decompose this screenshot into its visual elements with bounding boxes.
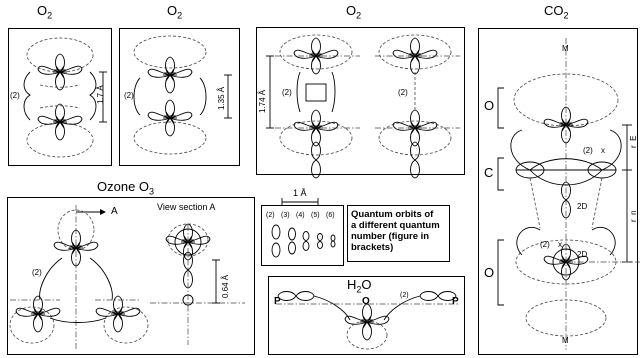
o2-c-left-molecule xyxy=(266,34,360,179)
o2-a-order-label: (2) xyxy=(10,91,20,100)
o2-a-molecule xyxy=(23,37,107,158)
o2-b-molecule xyxy=(133,35,232,155)
panel-h2o xyxy=(268,276,465,355)
o2-c-distance-label: 1.74 Å xyxy=(258,89,267,113)
o2-b-distance-label: 1.35 Å xyxy=(217,86,226,110)
ozone-view-label: View section A xyxy=(157,202,216,212)
co2-2d-lower: 2D xyxy=(577,250,588,259)
panel-quantum-numbers xyxy=(261,205,344,266)
co2-rn-label: r_n xyxy=(629,210,638,222)
h2o-order-label: (2) xyxy=(400,292,409,299)
legend-line-4: brackets) xyxy=(351,242,394,253)
legend-n3: (3) xyxy=(281,212,290,219)
panel-o2-b xyxy=(119,28,240,166)
legend-n5: (5) xyxy=(311,212,320,219)
title-o2-c: O2 xyxy=(346,3,362,21)
co2-order-bottom: (2) xyxy=(540,240,550,249)
panel-ozone xyxy=(7,197,255,355)
co2-x-bottom: x xyxy=(558,240,562,249)
title-o2-b: O2 xyxy=(167,3,183,21)
o2-a-distance-label: 1.7 Å xyxy=(96,85,105,104)
co2-m-top: M xyxy=(562,44,569,53)
co2-x-top: x xyxy=(601,146,605,155)
h2o-p-left: P xyxy=(274,296,281,307)
legend-n6: (6) xyxy=(326,212,335,219)
panel-o2-c xyxy=(256,27,465,175)
co2-top-o-label: O xyxy=(484,98,495,113)
legend-n4: (4) xyxy=(296,212,305,219)
co2-c-label: C xyxy=(484,165,494,180)
o2-c-right-molecule xyxy=(375,34,460,179)
h2o-o-label: O xyxy=(362,296,370,307)
co2-2d-upper: 2D xyxy=(577,202,588,211)
scale-label: 1 Å xyxy=(293,188,307,198)
co2-re-label: r_E xyxy=(629,135,638,148)
legend-line-2: a different quantum xyxy=(351,220,440,231)
title-ozone: Ozone O3 xyxy=(97,179,155,197)
o2-c-order-right: (2) xyxy=(398,88,408,97)
legend-text-box: Quantum orbits of a different quantum nu… xyxy=(347,205,450,262)
title-co2: CO2 xyxy=(544,3,569,21)
legend-n2: (2) xyxy=(266,212,275,219)
panel-o2-a xyxy=(8,28,112,166)
ozone-section-view xyxy=(150,224,245,345)
title-o2-a: O2 xyxy=(37,3,53,21)
o2-c-order-left: (2) xyxy=(282,88,292,97)
co2-bottom-o-label: O xyxy=(484,265,495,280)
legend-line-3: number (figure in xyxy=(351,231,430,242)
ozone-arrow-label: A xyxy=(111,206,118,217)
h2o-p-right: P xyxy=(452,296,459,307)
ozone-molecule xyxy=(9,205,149,350)
co2-molecule xyxy=(497,38,640,350)
ozone-distance-label: 0.64 Å xyxy=(221,274,230,298)
quantum-number-legend-shapes xyxy=(271,198,336,258)
h2o-molecule xyxy=(276,291,460,350)
o2-b-order-label: (2) xyxy=(124,91,134,100)
ozone-order-label: (2) xyxy=(32,268,42,277)
panel-co2 xyxy=(478,28,638,355)
co2-m-bottom: M xyxy=(562,336,569,345)
h2o-title: H2O xyxy=(347,277,372,295)
legend-line-1: Quantum orbits of xyxy=(351,209,434,220)
co2-order-top: (2) xyxy=(583,146,593,155)
